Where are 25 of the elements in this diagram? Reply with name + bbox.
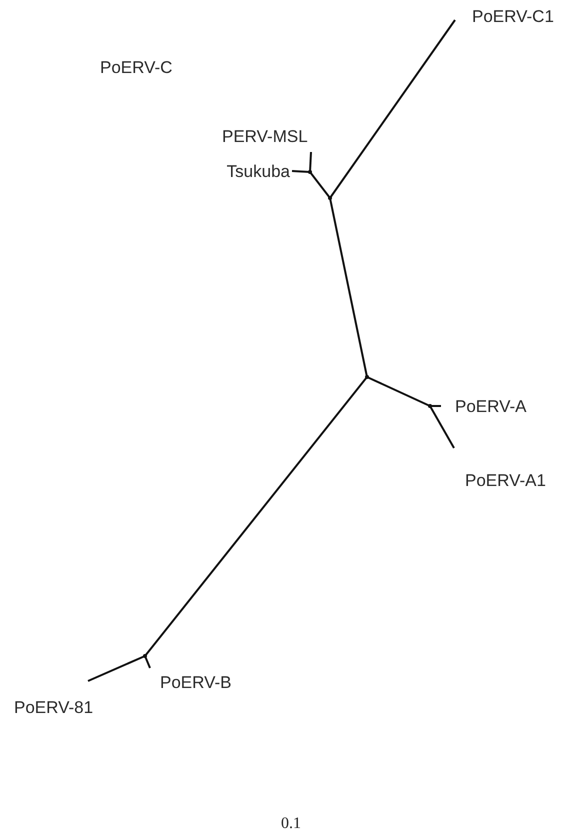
branch-node (328, 196, 332, 200)
tree-label: PoERV-C (100, 58, 172, 78)
tree-branch (329, 198, 368, 378)
tree-branch (144, 656, 151, 668)
tree-branch (329, 19, 456, 199)
tree-branch (88, 655, 146, 682)
branch-node (365, 375, 369, 379)
tree-branch (309, 152, 312, 172)
leaf-label: PoERV-C1 (472, 6, 554, 28)
leaf-label: PoERV-A (455, 396, 527, 418)
scale-label: 0.1 (281, 814, 301, 834)
tree-branch (144, 376, 368, 657)
tree-branch (309, 171, 331, 199)
branch-node (143, 654, 147, 658)
branch-node (428, 404, 432, 408)
tree-branch (430, 405, 441, 407)
leaf-label: PERV-MSL (222, 126, 308, 148)
leaf-label: PoERV-B (160, 672, 232, 694)
leaf-label: PoERV-A1 (465, 470, 546, 492)
leaf-label: Tsukuba (226, 161, 290, 183)
tree-branch (292, 170, 310, 173)
tree-branch (366, 376, 430, 407)
tree-branch (429, 406, 455, 448)
branch-node (308, 170, 312, 174)
leaf-label: PoERV-81 (14, 697, 94, 719)
